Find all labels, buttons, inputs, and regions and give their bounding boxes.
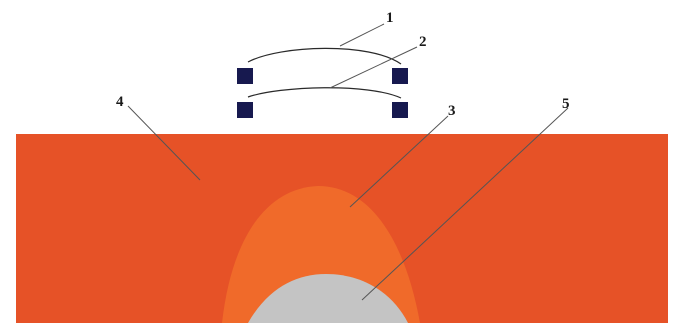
coil-conductor-lower-right <box>392 102 408 118</box>
coil-wire-lower <box>248 88 401 98</box>
callout-label-3: 3 <box>448 103 456 119</box>
coil-wire-upper <box>248 48 401 64</box>
callout-label-4: 4 <box>116 94 124 110</box>
leader-line-1 <box>340 24 384 46</box>
callout-label-1: 1 <box>386 10 394 26</box>
coil-conductor-upper-left <box>237 68 253 84</box>
callout-label-5: 5 <box>562 96 570 112</box>
coil-conductor-upper-right <box>392 68 408 84</box>
callout-label-2: 2 <box>419 34 427 50</box>
coil-conductor-lower-left <box>237 102 253 118</box>
